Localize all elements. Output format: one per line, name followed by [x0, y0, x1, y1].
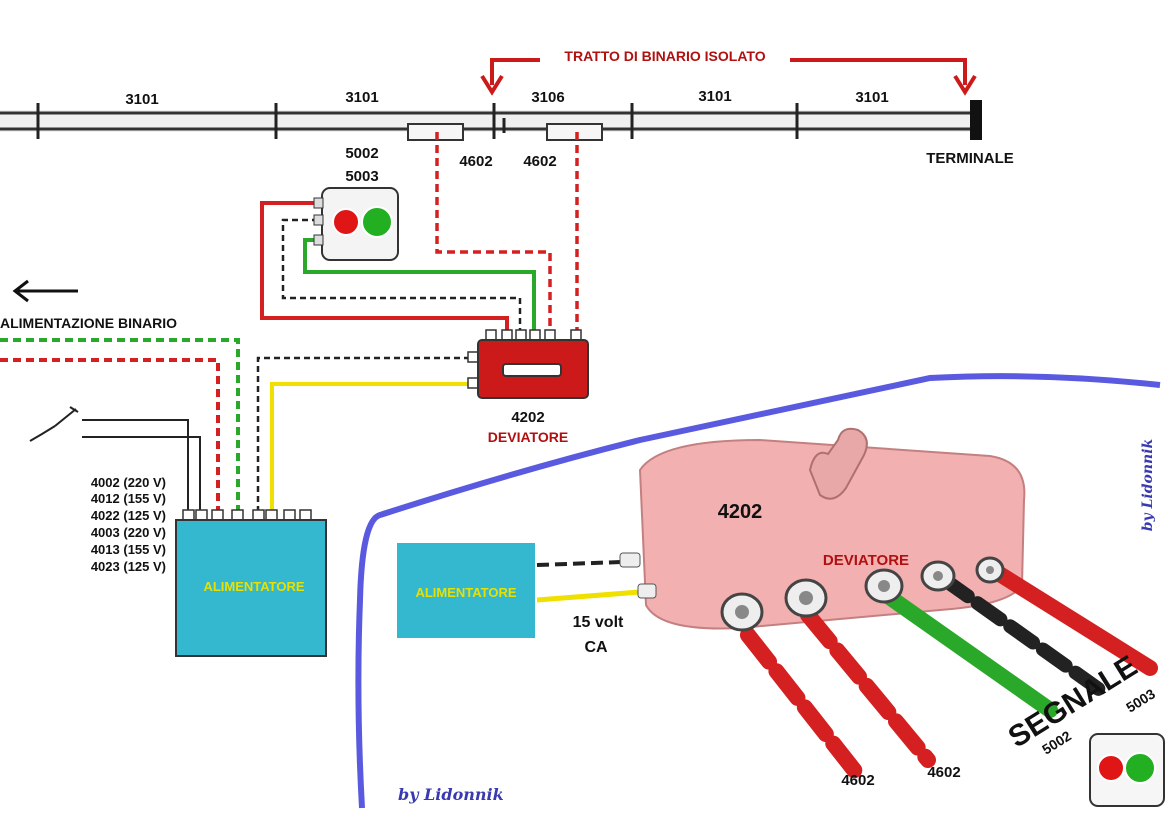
power-model: 4012 (155 V) — [91, 491, 166, 506]
arrow-down-icon — [953, 74, 977, 96]
detail-socket-hole — [735, 605, 749, 619]
detail-cable-label: 4602 — [927, 764, 960, 781]
detail-cable-red — [800, 607, 936, 768]
signal-block: 5002 5003 — [313, 145, 399, 261]
detail-socket-hole — [986, 566, 994, 574]
switch-code: 4202 — [511, 409, 544, 426]
detail-power-label: ALIMENTATORE — [415, 585, 516, 600]
wire-yellow — [270, 382, 476, 512]
detail-power-supply — [397, 543, 535, 638]
power-supply-label: ALIMENTATORE — [203, 579, 304, 594]
mains-switch-icon — [29, 406, 79, 442]
wire-black-dashed — [256, 356, 476, 512]
power-supply-body — [175, 519, 327, 657]
wire-black-dashed — [281, 218, 522, 333]
track-body — [0, 110, 975, 132]
detail-switch-name: DEVIATORE — [823, 552, 909, 569]
signal-code-top: 5002 — [345, 145, 378, 162]
wire-green-dashed — [0, 338, 240, 512]
power-model: 4002 (220 V) — [91, 475, 166, 490]
detail-cable-red-solid — [990, 565, 1158, 676]
detail-voltage-line1: 15 volt — [573, 614, 624, 631]
isolated-section-label: TRATTO DI BINARIO ISOLATO — [564, 48, 765, 64]
detail-cable-red — [740, 627, 866, 783]
contact-left-label: 4602 — [459, 153, 492, 170]
wire-mains — [82, 436, 201, 512]
wire-mains — [82, 419, 189, 512]
wire-red-dashed — [435, 132, 552, 333]
detail-cable-green — [880, 588, 1058, 718]
wire-red-dashed — [0, 358, 220, 512]
track-segment-label: 3101 — [345, 89, 378, 106]
detail-socket-hole — [933, 571, 943, 581]
track-segment-label: 3101 — [125, 91, 158, 108]
power-model: 4013 (155 V) — [91, 542, 166, 557]
detail-wire-yellow — [536, 589, 641, 603]
signal-terminal — [313, 197, 324, 209]
isolated-section-bracket: TRATTO DI BINARIO ISOLATO — [480, 48, 977, 96]
detail-signal-red-lamp-icon — [1097, 754, 1125, 782]
signal-code-bottom: 5003 — [345, 168, 378, 185]
signal-red-lamp-icon — [332, 208, 360, 236]
wires-schematic — [0, 132, 579, 512]
detail-terminal-post — [637, 583, 657, 599]
track-segment-label: 3101 — [698, 88, 731, 105]
switch-name: DEVIATORE — [488, 429, 568, 445]
detail-cable-black — [938, 573, 1107, 697]
credit-side: by Lidonnik — [1140, 438, 1156, 531]
credit-bottom: by Lidonnik — [398, 785, 504, 804]
power-model: 4022 (125 V) — [91, 508, 166, 523]
detail-socket-hole — [878, 580, 890, 592]
wire-green-solid — [303, 238, 536, 333]
track-segment-label: 3101 — [855, 89, 888, 106]
signal-terminal — [313, 234, 324, 246]
arrow-left-icon — [12, 279, 78, 303]
detail-terminal-post — [619, 552, 641, 568]
detail-toggle-lever — [808, 427, 868, 500]
power-model: 4003 (220 V) — [91, 525, 166, 540]
detail-divider-line — [355, 373, 1161, 809]
track-feed-label: ALIMENTAZIONE BINARIO — [0, 315, 177, 331]
contact-right-label: 4602 — [523, 153, 556, 170]
detail-view: ALIMENTATORE 15 volt CA 4202 DEVIATORE — [397, 427, 1165, 807]
signal-terminal — [313, 214, 324, 226]
switch-slot — [502, 363, 562, 377]
detail-socket-hole — [799, 591, 813, 605]
detail-wire-black — [536, 560, 623, 567]
power-model: 4023 (125 V) — [91, 559, 166, 574]
detail-signal-green-lamp-icon — [1124, 752, 1156, 784]
detail-cable-label: 4602 — [841, 772, 874, 789]
arrow-down-icon — [480, 74, 504, 96]
terminal-label: TERMINALE — [926, 150, 1014, 167]
track-terminal-bumper — [970, 100, 982, 140]
signal-green-lamp-icon — [361, 206, 393, 238]
detail-switch-code: 4202 — [718, 501, 763, 523]
detail-voltage-line2: CA — [584, 639, 608, 656]
switch-block: 4202 DEVIATORE — [467, 329, 589, 445]
track-segment-label: 3106 — [531, 89, 564, 106]
power-supply-block: ALIMENTATORE 4002 (220 V) 4012 (155 V) 4… — [91, 475, 327, 657]
track: 3101 3101 3106 3101 3101 4602 4602 TERMI… — [0, 88, 1014, 170]
wire-red-solid — [260, 201, 509, 333]
contact-rail-right — [546, 123, 603, 141]
detail-signal-code: 5003 — [1123, 685, 1158, 715]
